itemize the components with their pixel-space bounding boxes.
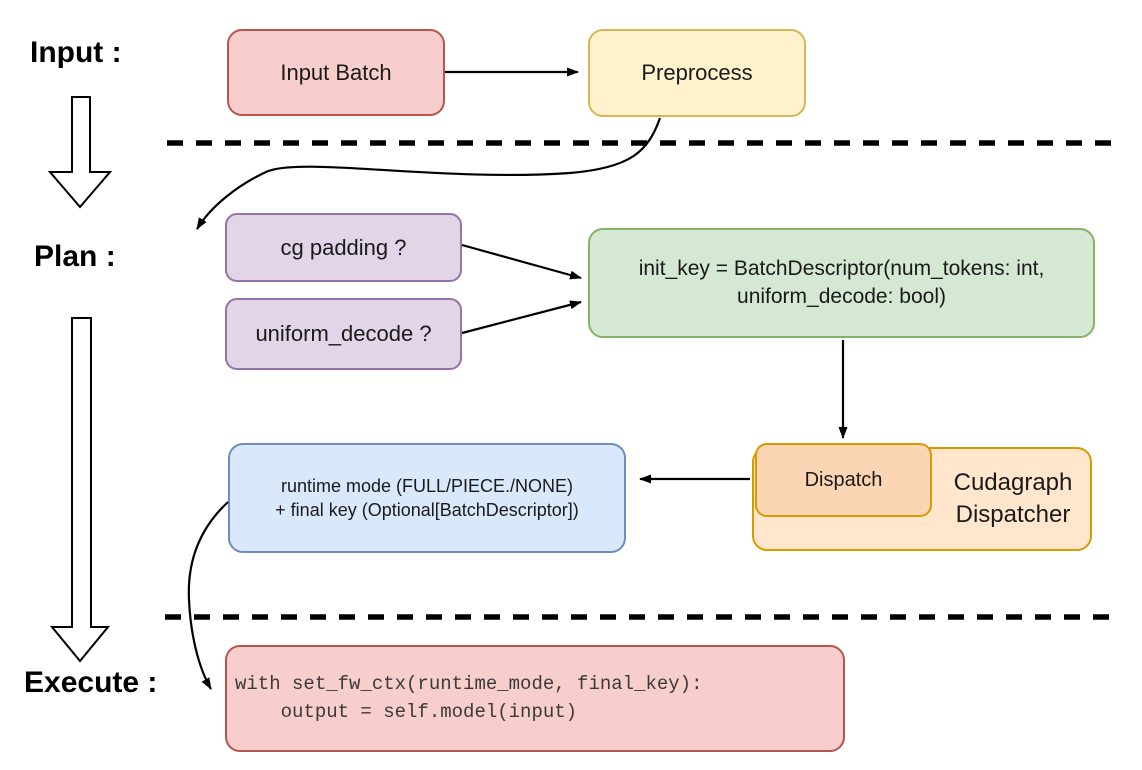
arrow-uniform-decode-to-init-key (461, 300, 582, 335)
node-init-key: init_key = BatchDescriptor(num_tokens: i… (588, 228, 1095, 338)
arrow-runtime-mode-to-execute-code (187, 501, 229, 690)
node-execute-code: with set_fw_ctx(runtime_mode, final_key)… (225, 645, 845, 752)
node-init-key-line2: uniform_decode: bool) (737, 285, 946, 308)
node-runtime-mode-line1: runtime mode (FULL/PIECE./NONE) (280, 475, 574, 496)
node-preprocess: Preprocess (588, 29, 806, 117)
node-dispatch-label: Dispatch (804, 468, 883, 491)
node-input-batch-label: Input Batch (280, 59, 392, 85)
node-uniform-decode-label: uniform_decode ? (255, 321, 432, 347)
stage-label-execute: Execute : (24, 666, 158, 699)
node-cg-padding-label: cg padding ? (280, 234, 407, 260)
node-preprocess-label: Preprocess (641, 60, 753, 86)
node-execute-code-line2: output = self.model(input) (235, 700, 578, 723)
stage-arrow-input-to-plan-icon (47, 96, 113, 209)
node-execute-code-line1: with set_fw_ctx(runtime_mode, final_key)… (235, 672, 703, 695)
node-cudagraph-dispatcher-line1: Cudagraph (953, 468, 1073, 496)
stage-label-input: Input : (30, 36, 122, 69)
node-uniform-decode: uniform_decode ? (225, 298, 462, 370)
node-runtime-mode: runtime mode (FULL/PIECE./NONE) + final … (228, 443, 626, 553)
arrow-cg-padding-to-init-key (461, 243, 582, 280)
node-cudagraph-dispatcher-label: Cudagraph Dispatcher (934, 449, 1092, 549)
node-cudagraph-dispatcher-line2: Dispatcher (955, 501, 1071, 528)
stage-label-plan: Plan : (34, 240, 116, 273)
node-runtime-mode-line2: + final key (Optional[BatchDescriptor]) (275, 500, 579, 520)
node-input-batch: Input Batch (227, 29, 445, 116)
node-dispatch: Dispatch (755, 443, 932, 517)
node-cg-padding: cg padding ? (225, 213, 462, 282)
node-init-key-line1: init_key = BatchDescriptor(num_tokens: i… (638, 256, 1045, 280)
stage-arrow-plan-to-execute-icon (49, 317, 111, 663)
